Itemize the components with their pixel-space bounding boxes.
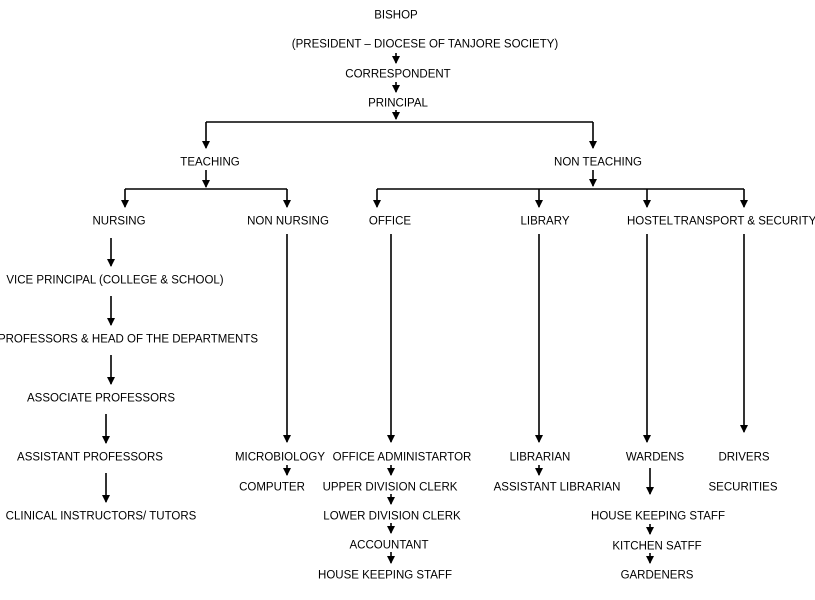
node-securities: SECURITIES <box>708 481 778 494</box>
node-computer: COMPUTER <box>239 481 305 494</box>
node-teaching: TEACHING <box>180 156 240 169</box>
node-office-administrator: OFFICE ADMINISTARTOR <box>332 451 472 464</box>
node-office: OFFICE <box>368 215 412 228</box>
node-assistant-librarian: ASSISTANT LIBRARIAN <box>493 481 621 494</box>
node-professors-hod: PROFESSORS & HEAD OF THE DEPARTMENTS <box>0 333 259 346</box>
node-accountant: ACCOUNTANT <box>349 539 429 552</box>
node-house-keeping-staff-office: HOUSE KEEPING STAFF <box>318 569 452 582</box>
node-wardens: WARDENS <box>625 451 685 464</box>
node-house-keeping-staff-hostel: HOUSE KEEPING STAFF <box>591 510 725 523</box>
node-clinical-instructors: CLINICAL INSTRUCTORS/ TUTORS <box>5 510 197 523</box>
node-library: LIBRARY <box>520 215 570 228</box>
node-principal: PRINCIPAL <box>368 97 428 110</box>
node-vice-principal: VICE PRINCIPAL (COLLEGE & SCHOOL) <box>6 274 224 287</box>
node-non-teaching: NON TEACHING <box>554 156 642 169</box>
node-president: (PRESIDENT – DIOCESE OF TANJORE SOCIETY) <box>291 38 559 51</box>
node-drivers: DRIVERS <box>718 451 770 464</box>
node-transport-security: TRANSPORT & SECURITY <box>673 215 815 228</box>
node-bishop: BISHOP <box>374 9 418 22</box>
node-gardeners: GARDENERS <box>620 569 694 582</box>
node-upper-division-clerk: UPPER DIVISION CLERK <box>322 481 458 494</box>
node-assistant-professors: ASSISTANT PROFESSORS <box>17 451 163 464</box>
node-librarian: LIBRARIAN <box>509 451 571 464</box>
node-nursing: NURSING <box>92 215 146 228</box>
node-lower-division-clerk: LOWER DIVISION CLERK <box>323 510 461 523</box>
node-kitchen-staff: KITCHEN SATFF <box>612 540 702 553</box>
node-associate-professors: ASSOCIATE PROFESSORS <box>26 392 176 405</box>
node-hostel: HOSTEL <box>626 215 674 228</box>
node-microbiology: MICROBIOLOGY <box>234 451 326 464</box>
node-non-nursing: NON NURSING <box>247 215 329 228</box>
node-correspondent: CORRESPONDENT <box>345 68 451 81</box>
